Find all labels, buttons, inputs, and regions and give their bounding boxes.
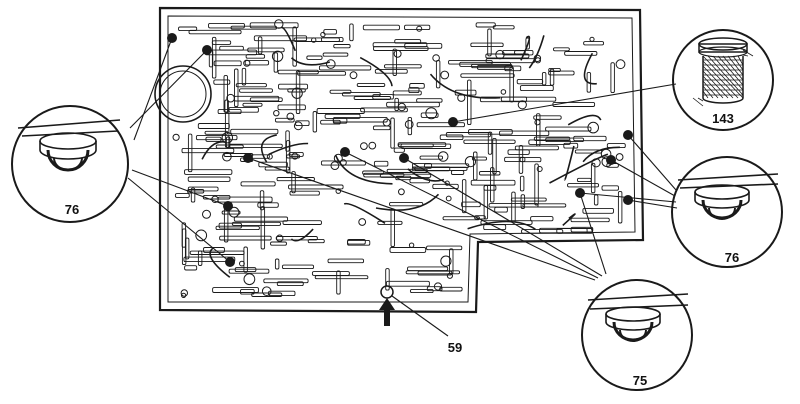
callout-check-valve-bottom: 75 — [581, 279, 693, 391]
oil-channel-pattern — [172, 19, 626, 298]
callout-label-76-right: 76 — [725, 250, 739, 265]
callout-label-75: 75 — [633, 373, 647, 388]
filter-screen-icon — [692, 37, 754, 107]
check-ball-locations — [167, 33, 633, 299]
leader-lines — [127, 37, 678, 337]
check-ball-detail-icon — [17, 119, 121, 172]
check-ball-detail-icon — [677, 173, 779, 220]
callout-label-76-left: 76 — [65, 202, 79, 217]
callout-label-143: 143 — [712, 111, 734, 126]
callout-check-ball-right: 76 — [671, 156, 783, 268]
valve-body-plate — [154, 6, 645, 314]
check-valve-detail-icon — [587, 293, 689, 342]
callout-filter: 143 — [672, 29, 774, 131]
filter-location-marker — [380, 285, 394, 299]
arrow-up-icon — [379, 298, 395, 326]
callout-label-59: 59 — [448, 340, 462, 355]
callout-check-ball-left: 76 — [11, 105, 129, 223]
